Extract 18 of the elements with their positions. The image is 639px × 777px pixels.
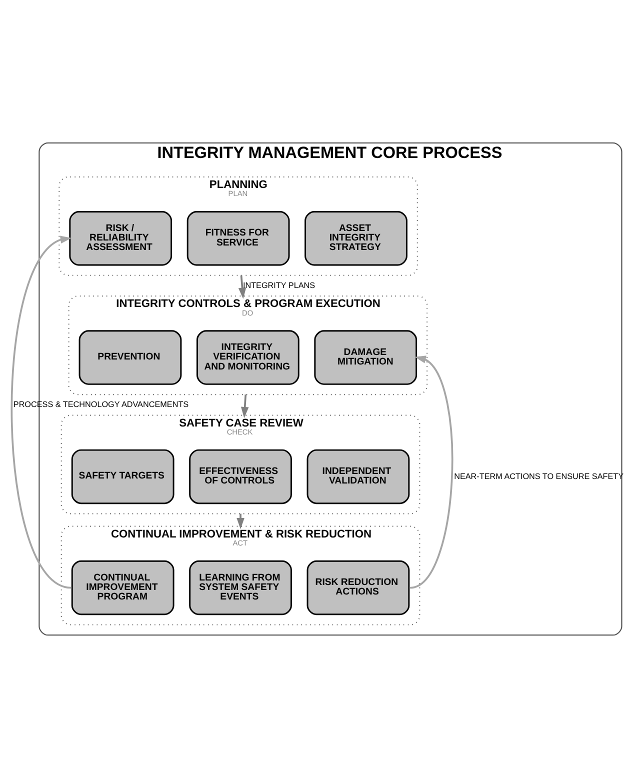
node-box: EFFECTIVENESS OF CONTROLS [189, 448, 292, 504]
node-box: RISK / RELIABILITY ASSESSMENT [69, 210, 172, 266]
node-box: LEARNING FROM SYSTEM SAFETY EVENTS [189, 560, 292, 615]
arrow [236, 513, 244, 529]
node-box: RISK REDUCTION ACTIONS [306, 560, 410, 615]
arrow [10, 235, 72, 588]
arrow [410, 355, 454, 588]
node-box: SAFETY TARGETS [71, 448, 174, 504]
node-box: PREVENTION [78, 330, 182, 384]
edge-label: INTEGRITY PLANS [242, 280, 316, 290]
node-box: CONTINUAL IMPROVEMENT PROGRAM [71, 560, 174, 615]
node-box: ASSET INTEGRITY STRATEGY [304, 210, 408, 266]
arrow [240, 394, 249, 418]
arrow [238, 274, 246, 298]
node-box: FITNESS FOR SERVICE [186, 210, 290, 266]
node-box: INTEGRITY VERIFICATION AND MONITORING [196, 330, 300, 384]
node-box: INDEPENDENT VALIDATION [306, 448, 410, 504]
node-box: DAMAGE MITIGATION [314, 330, 418, 384]
